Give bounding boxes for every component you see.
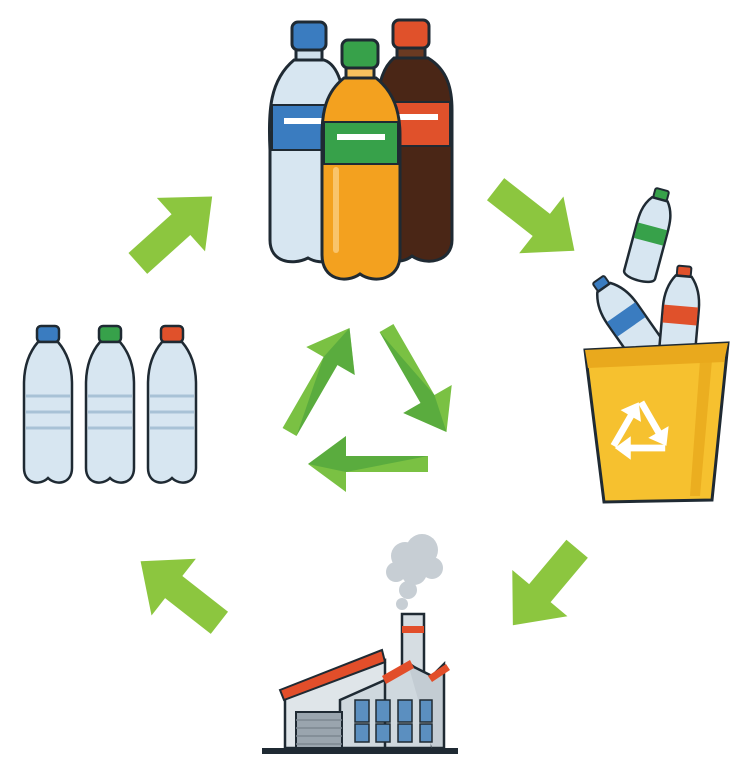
empty-bottle-red	[146, 324, 198, 484]
recycle-symbol-icon	[265, 314, 471, 492]
arrow-bottom-left-icon	[118, 532, 242, 652]
arrow-top-left-icon	[113, 169, 237, 291]
falling-bottle-green	[622, 187, 672, 284]
smoke-puffs	[386, 534, 443, 610]
arrow-bottom-right-icon	[485, 525, 605, 649]
arrow-top-right-icon	[473, 160, 597, 280]
recycling-bin-icon	[583, 187, 730, 504]
empty-bottle-green	[84, 324, 136, 484]
orange-soda-bottle	[320, 38, 402, 281]
factory-windows	[354, 699, 433, 743]
filled-soda-bottles-icon	[267, 18, 454, 281]
empty-bottle-blue	[22, 324, 74, 484]
factory-icon	[262, 534, 458, 754]
empty-plastic-bottles-icon	[22, 324, 198, 484]
